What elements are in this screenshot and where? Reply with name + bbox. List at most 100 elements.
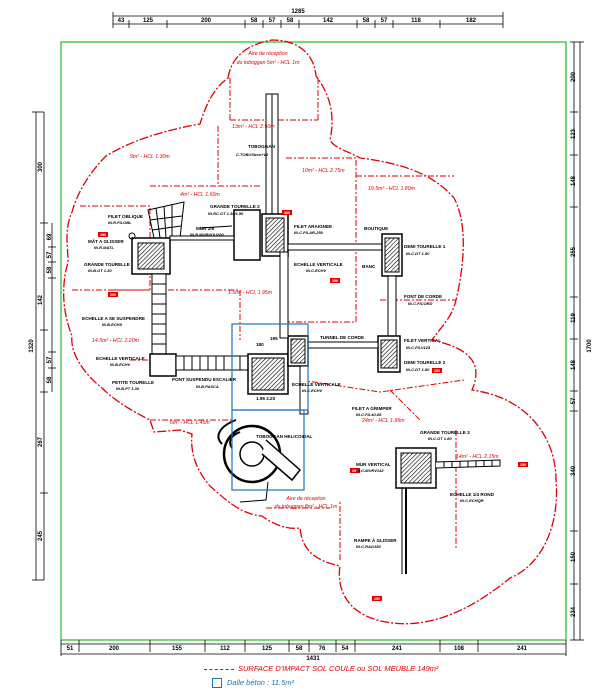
zone-label: 24m² - HCL 1.95m	[361, 418, 405, 424]
equipment-ref: IN.C.DT 1.80	[406, 367, 430, 372]
bottom-dimensions	[60, 640, 567, 656]
concrete-slab	[231, 323, 309, 491]
zone-label: 1.5m² - HCL 1.95m	[228, 290, 273, 296]
red-tag-value: 250	[434, 369, 440, 373]
right-dim: 119	[571, 313, 577, 323]
equipment-ref: IN.C.FILAR-250	[294, 230, 324, 235]
top-dim: 57	[269, 18, 276, 24]
equipment-label: BANC	[362, 264, 376, 269]
left-dim: 57	[47, 356, 53, 363]
left-dim: 69	[47, 233, 53, 240]
left-dim: 58	[47, 376, 53, 383]
rope-tunnel	[307, 341, 379, 349]
equipment-ref: IN.C.RAG180	[356, 544, 381, 549]
bottom-dim: 58	[296, 646, 303, 652]
red-tag	[518, 462, 528, 467]
right-dim: 150	[571, 551, 577, 562]
bottom-dim: 200	[109, 646, 120, 652]
zone-label: 14.5m² - HCL 2.20m	[92, 338, 140, 344]
red-tag-value: 250	[100, 233, 106, 237]
equipment-ref: IN.C.DT 1.80	[406, 251, 430, 256]
equipment-label: ECHELLE VERTICALE	[96, 356, 145, 361]
top-dim: 58	[251, 18, 258, 24]
left-dim: 300	[38, 161, 44, 172]
top-slide-exit	[199, 225, 233, 229]
zone-label: 14m² - HCL 2.15m	[456, 454, 499, 460]
legend-impact-text: SURFACE D'IMPACT SOL COULE ou SOL MEUBLE…	[238, 664, 439, 673]
zone-label: 13m² - HCL 2.50m	[232, 124, 275, 130]
tower-grande-tourelle-2	[233, 209, 261, 261]
zone-label: Aire de réception	[285, 496, 325, 502]
slide-connection	[279, 251, 289, 339]
small-tower	[149, 353, 177, 377]
red-tag	[372, 596, 382, 601]
zone-label: 6m² - HCL 1.45m	[170, 420, 210, 426]
right-dim: 123	[571, 128, 577, 139]
red-tag-value: 250	[520, 463, 526, 467]
impact-zone-outline	[63, 39, 558, 625]
equipment-label: RAMPE À GLISSER	[354, 537, 397, 543]
equipment-ref: IN.C.FICORD	[408, 301, 433, 306]
red-tag	[432, 368, 442, 373]
equipment-label: ECHELLE 1/4 ROND	[450, 492, 495, 497]
red-tag-value: 300	[284, 211, 290, 215]
bottom-dim: 54	[342, 646, 349, 652]
right-dim: 255	[571, 246, 577, 257]
equipment-ref: IN.C.ECHQR	[460, 498, 484, 503]
equipment-label: FILET VERTICAL	[404, 338, 441, 343]
top-dim: 118	[411, 18, 421, 24]
red-tag	[350, 468, 360, 473]
equipment-label: ECHELLE VERTICALE	[294, 262, 343, 267]
zone-label: du toboggan 5m² - HCL 1m	[237, 60, 300, 66]
equipment-ref: IN.C.FIL40-08	[356, 412, 382, 417]
bottom-dim: 241	[392, 646, 403, 652]
equipment-ref: IN.B.PT 1.30	[116, 386, 140, 391]
equipment-label: MUR 2m	[196, 226, 214, 231]
site-boundary	[60, 41, 567, 641]
top-dim: 200	[201, 18, 212, 24]
red-tag	[330, 278, 340, 283]
top-total-dim: 1285	[291, 9, 305, 15]
bottom-dim: 125	[262, 646, 273, 652]
equipment-ref: IN.RC.GT 1.30/1.50	[208, 211, 244, 216]
equipment-label: ECHELLE A SE SUSPENDRE	[82, 316, 145, 321]
dash-line-icon	[204, 668, 234, 670]
top-dim: 43	[118, 18, 125, 24]
bottom-dim: 155	[172, 646, 183, 652]
left-dim: 245	[38, 530, 44, 541]
equipment-ref: IN.R.MATL	[94, 245, 114, 250]
equipment-label: PETITE TOURELLE	[112, 380, 154, 385]
equipment-label: FILET ARAIGNEE	[294, 224, 332, 229]
structure	[128, 93, 501, 574]
red-tag-value: 200	[110, 293, 116, 297]
equipment-label: DEMI TOURELLE 1	[404, 244, 446, 249]
mat-pole	[128, 232, 136, 240]
top-dim: 58	[287, 18, 294, 24]
equipment-ref: IN.B.ECHS	[102, 322, 123, 327]
left-total-dim: 1320	[29, 339, 35, 353]
red-tag-value: 250	[374, 597, 380, 601]
equipment-ref: IN.B.PASCA	[196, 384, 219, 389]
equipment-label: FONT DE CORDE	[404, 294, 442, 299]
equipment-label: DEMI TOURELLE 2	[404, 360, 446, 365]
legend-concrete-slab: Dalle béton : 11.5m²	[212, 678, 294, 689]
spider-net-bridge	[287, 243, 383, 251]
equipment-label: GRANDE TOURELLE 3	[420, 430, 470, 435]
right-dimensions	[570, 41, 584, 641]
right-dim: 340	[571, 465, 577, 476]
red-tag	[282, 210, 292, 215]
red-tag-value: 250	[332, 279, 338, 283]
equipment-ref: IN.R.FILOBL	[108, 220, 132, 225]
zone-label: du toboggan 8m² - HCL 1m	[275, 504, 338, 510]
equipment-ref: IN.B.GT 1.30	[88, 268, 112, 273]
equipment-label: TUNNEL DE CORDE	[320, 335, 364, 340]
equipment-ref: C.TOBUSbos+V2	[236, 152, 269, 157]
equipment-label: TOBOGGAN HELICOIDAL	[256, 434, 313, 439]
equipment-label: PONT SUSPENDU ESCALIER	[172, 377, 237, 382]
rope-ladder	[387, 275, 397, 337]
red-tag	[98, 232, 108, 237]
central-dim-label: 1.95 2.20	[256, 396, 276, 401]
bottom-dim: 76	[319, 646, 326, 652]
suspended-bridge	[175, 355, 249, 371]
